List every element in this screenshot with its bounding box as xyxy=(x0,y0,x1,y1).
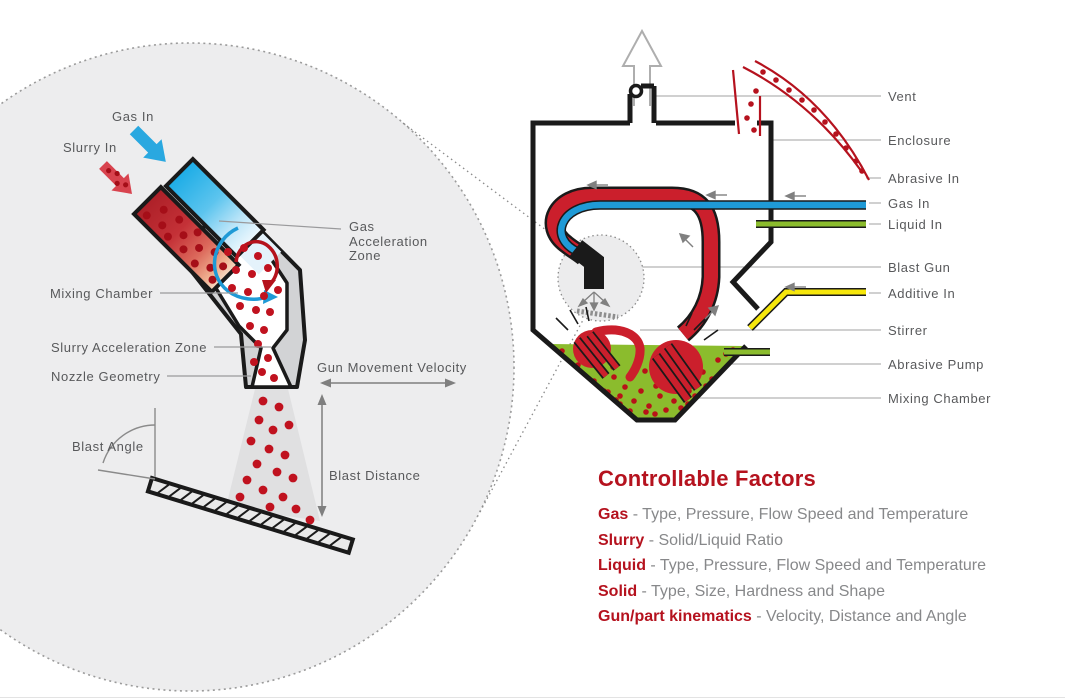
gas-in-label: Gas In xyxy=(112,109,154,124)
factor-liquid: Liquid - Type, Pressure, Flow Speed and … xyxy=(598,553,1028,579)
workpiece-bar xyxy=(145,475,356,556)
factor-kinematics: Gun/part kinematics - Velocity, Distance… xyxy=(598,604,1028,630)
abrasive-pump xyxy=(649,312,719,403)
vent-pipe-curl xyxy=(628,83,644,99)
slurry-dots xyxy=(224,244,282,382)
slurry-in-arrow-icon xyxy=(99,161,132,194)
blast-distance-label: Blast Distance xyxy=(329,468,421,483)
stirrer-label: Stirrer xyxy=(888,323,928,338)
blast-spray xyxy=(226,389,320,525)
factor-solid: Solid - Type, Size, Hardness and Shape xyxy=(598,579,1028,605)
gun-spray-arrows xyxy=(577,291,611,312)
mixing-chamber-label: Mixing Chamber xyxy=(49,286,153,301)
gas-line xyxy=(556,200,866,263)
additive-in-label: Additive In xyxy=(888,286,956,301)
blast-gun-label: Blast Gun xyxy=(888,260,951,275)
liquid-line xyxy=(724,220,866,356)
enclosure-outline xyxy=(530,83,774,423)
nozzle-geometry-label: Nozzle Geometry xyxy=(51,369,161,384)
abrasive-pump-label: Abrasive Pump xyxy=(888,357,984,372)
factor-kinematics-term: Gun/part kinematics xyxy=(598,608,752,625)
factor-slurry-desc: - Solid/Liquid Ratio xyxy=(644,531,783,549)
enclosure-label: Enclosure xyxy=(888,133,952,148)
factor-solid-desc: - Type, Size, Hardness and Shape xyxy=(637,582,885,600)
factor-gas-term: Gas xyxy=(598,506,629,523)
slurry-acceleration-zone-label: Slurry Acceleration Zone xyxy=(51,340,208,355)
gas-in-arrow-icon xyxy=(129,125,166,162)
abrasive-in-label: Abrasive In xyxy=(888,171,960,186)
vent-label: Vent xyxy=(888,89,917,104)
liquid-in-label: Liquid In xyxy=(888,217,943,232)
controllable-factors-heading: Controllable Factors xyxy=(598,466,816,491)
factor-liquid-desc: - Type, Pressure, Flow Speed and Tempera… xyxy=(645,557,987,574)
mixing-chamber-machine-label: Mixing Chamber xyxy=(888,391,992,406)
blast-angle-markers xyxy=(97,408,156,480)
mini-workpiece xyxy=(576,308,619,320)
additive-line xyxy=(747,288,866,331)
blast-angle-label: Blast Angle xyxy=(72,439,144,454)
factor-liquid-term: Liquid xyxy=(598,557,646,574)
gun-movement-velocity-arrow xyxy=(320,378,456,388)
callout-line-lower xyxy=(479,319,584,513)
factor-solid-term: Solid xyxy=(598,582,638,600)
vent-arrow-icon xyxy=(621,28,663,106)
controllable-factors-panel: Controllable Factors Gas - Type, Pressur… xyxy=(598,466,1028,630)
slurry-tube xyxy=(131,184,242,295)
factor-kinematics-desc: - Velocity, Distance and Angle xyxy=(751,608,967,625)
abrasive-chute xyxy=(731,60,870,181)
blast-distance-arrow xyxy=(317,394,327,517)
stirrer xyxy=(555,306,645,382)
factor-slurry: Slurry - Solid/Liquid Ratio xyxy=(598,528,1028,554)
bottom-divider xyxy=(0,697,1065,698)
factor-gas: Gas - Type, Pressure, Flow Speed and Tem… xyxy=(598,502,1028,528)
blast-gun-nozzle xyxy=(569,240,604,289)
factor-slurry-term: Slurry xyxy=(598,531,645,549)
gun-movement-velocity-label: Gun Movement Velocity xyxy=(317,360,467,375)
gas-acceleration-zone-label: Gas Acceleration Zone xyxy=(349,219,428,263)
inset-leader-lines xyxy=(160,220,342,377)
slurry-in-label: Slurry In xyxy=(63,140,117,155)
flow-arrows xyxy=(586,180,806,320)
gas-in-machine-label: Gas In xyxy=(888,196,930,211)
factor-gas-desc: - Type, Pressure, Flow Speed and Tempera… xyxy=(628,506,969,523)
